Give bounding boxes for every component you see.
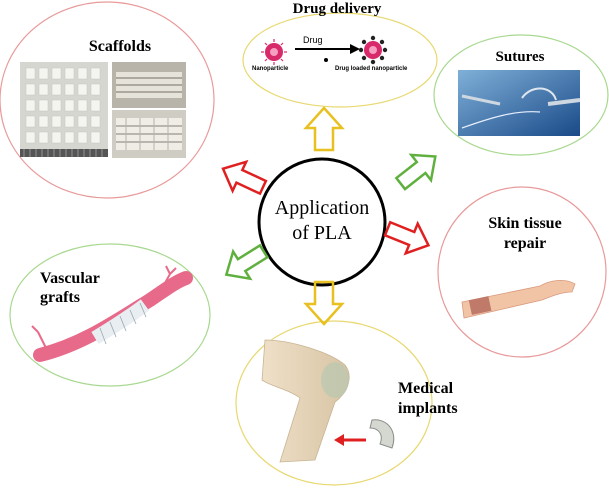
scaffolds-title: Scaffolds	[88, 38, 152, 55]
arrow-right	[383, 220, 431, 256]
nanoparticle-icon	[261, 39, 287, 65]
implants-title-line1: Medical	[398, 380, 454, 397]
skin-title-line2: repair	[503, 235, 547, 252]
drug-loaded-nanoparticle-label: Drug loaded nanoparticle	[335, 66, 408, 72]
sutures-photo	[458, 70, 581, 136]
scaffold-photo-2	[112, 62, 186, 108]
center-title-line2: of PLA	[292, 222, 352, 244]
scaffold-photo-3	[112, 110, 186, 158]
drug-loaded-nanoparticle-icon	[358, 35, 388, 65]
skin-ellipse	[437, 186, 607, 358]
drug-arrow-icon	[295, 44, 360, 62]
center-circle	[257, 157, 387, 287]
sutures-title: Sutures	[495, 49, 545, 65]
skin-arm-image	[461, 280, 576, 319]
scaffold-photo-1	[20, 62, 108, 157]
implants-ellipse	[235, 320, 433, 486]
drug-delivery-title: Drug delivery	[292, 1, 382, 17]
vascular-ellipse	[9, 243, 211, 387]
scaffolds-ellipse	[0, 1, 215, 199]
implants-title-line2: implants	[398, 400, 458, 417]
sutures-ellipse	[433, 34, 609, 156]
vascular-graft-image	[31, 265, 193, 362]
arrow-lower-left	[224, 243, 270, 281]
nanoparticle-label: Nanoparticle	[252, 66, 289, 72]
skin-title-line1: Skin tissue	[488, 215, 562, 232]
drug-arrow-label: Drug	[303, 35, 323, 45]
arrow-up	[303, 106, 345, 152]
vascular-title-line2: grafts	[40, 289, 80, 306]
arrow-upper-left	[221, 159, 268, 196]
drug-delivery-ellipse	[242, 12, 438, 108]
knee-implant-image	[261, 339, 395, 463]
arrow-down	[303, 280, 345, 326]
arrow-upper-right	[394, 153, 437, 191]
vascular-title-line1: Vascular	[40, 270, 100, 287]
center-title-line1: Application	[274, 197, 370, 219]
